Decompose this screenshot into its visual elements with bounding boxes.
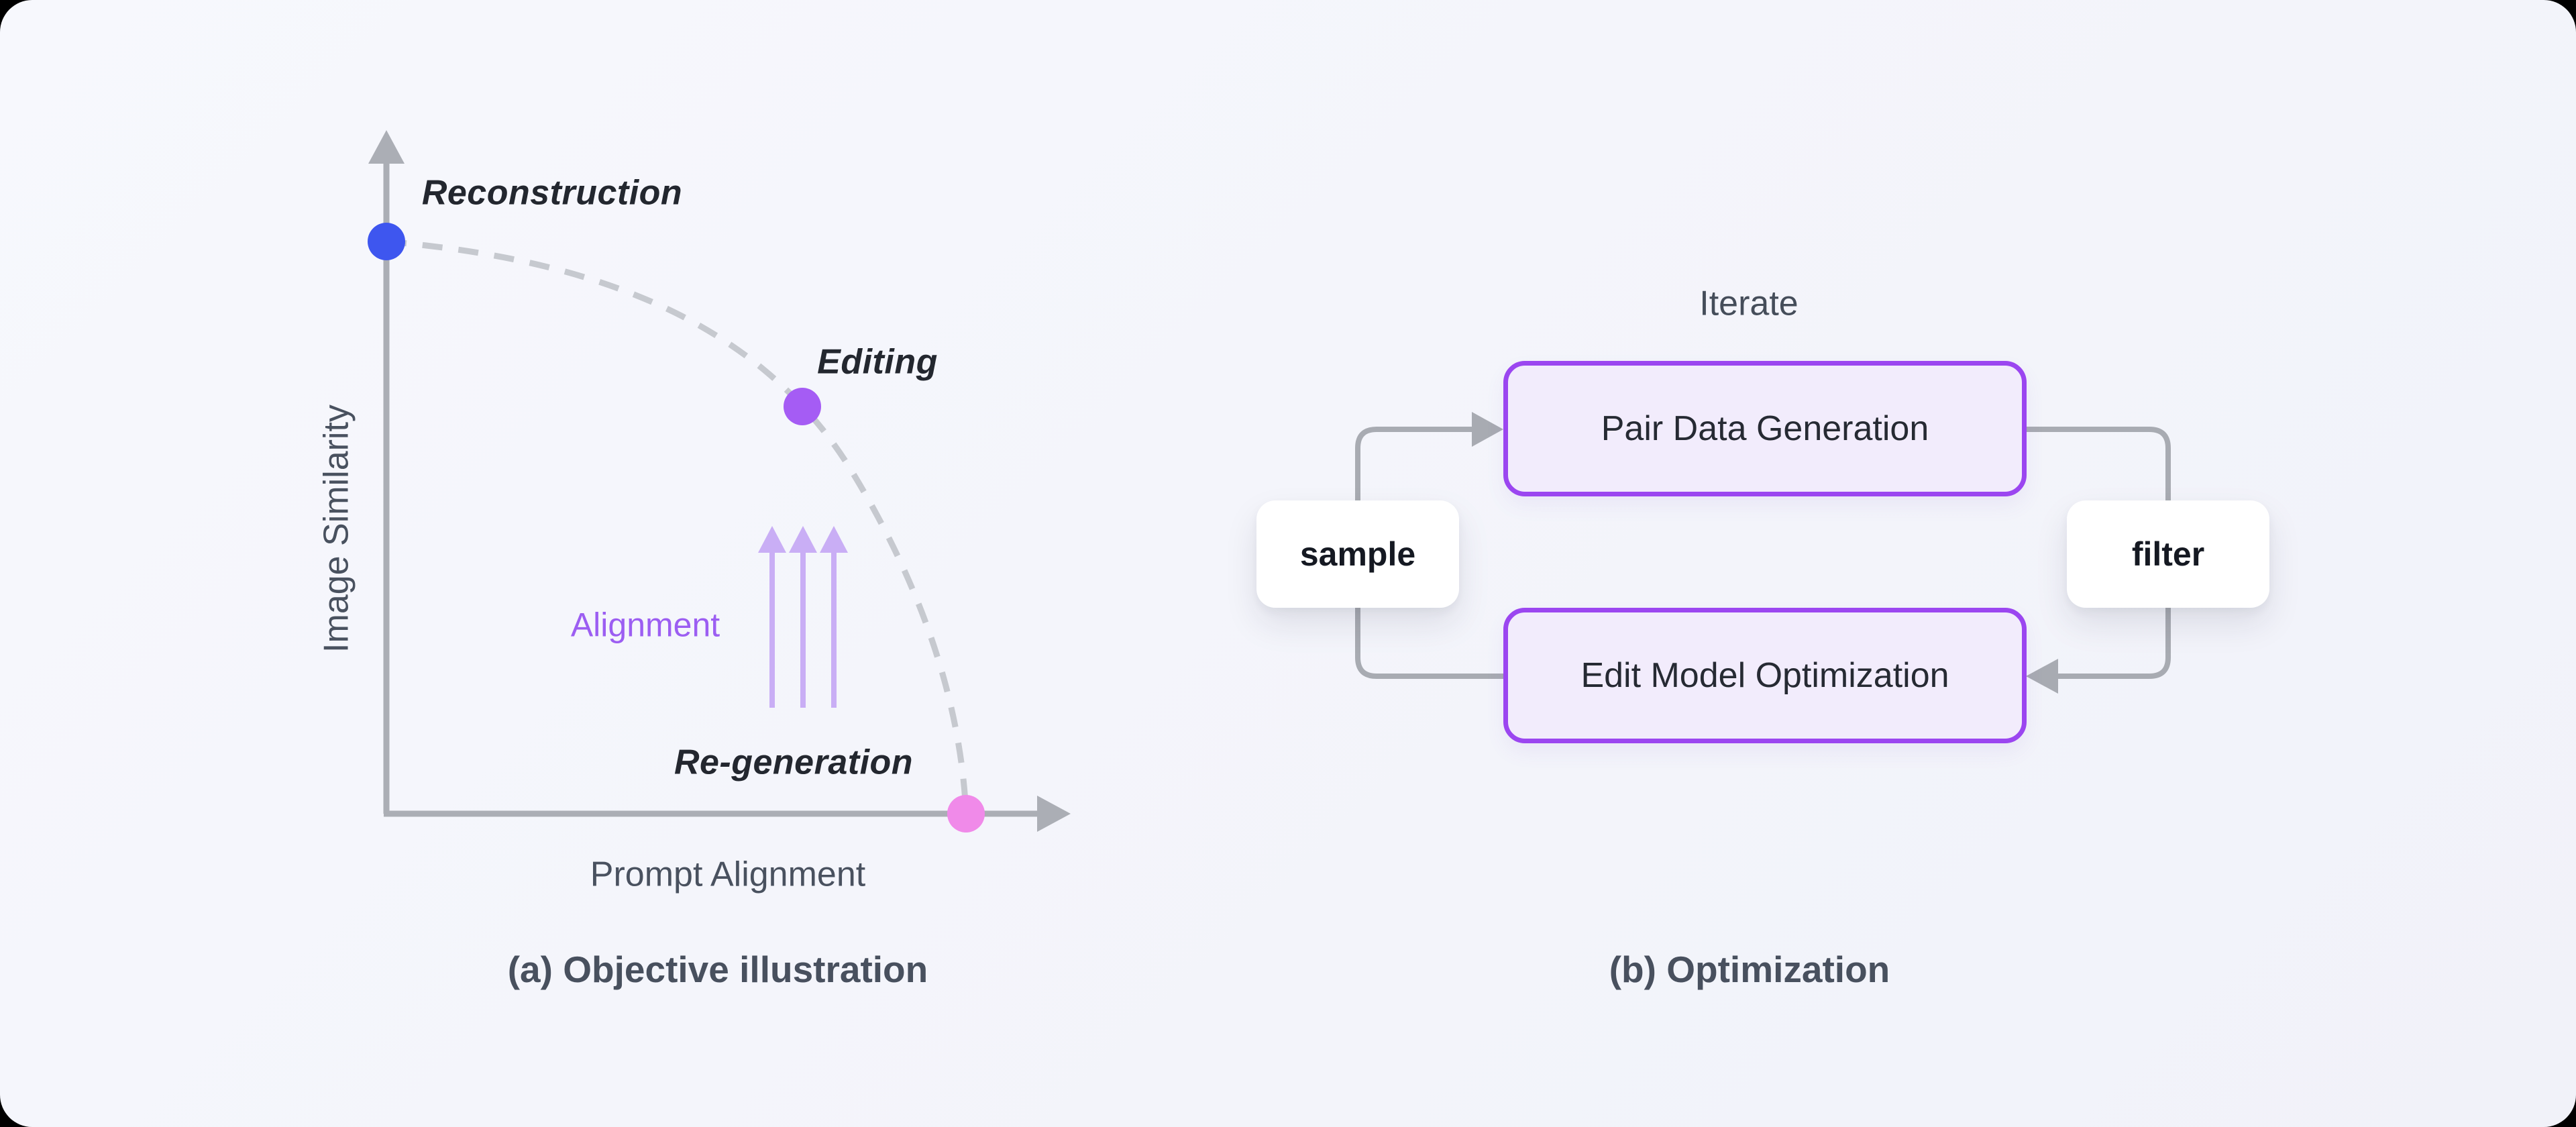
edit-model-optimization-box: Edit Model Optimization xyxy=(1503,608,2027,743)
edit-model-optimization-box-label: Edit Model Optimization xyxy=(1580,656,1949,695)
filter-connector-arrowhead xyxy=(2026,659,2058,694)
pair-data-generation-box-label: Pair Data Generation xyxy=(1601,409,1929,448)
regeneration-point xyxy=(947,795,985,833)
filter-edge-card: filter xyxy=(2067,500,2269,608)
pair-data-generation-box: Pair Data Generation xyxy=(1503,361,2027,496)
reconstruction-label: Reconstruction xyxy=(421,173,683,213)
y-axis-title: Image Similarity xyxy=(317,405,356,653)
reconstruction-point xyxy=(368,223,405,260)
panel-b-caption: (b) Optimization xyxy=(1609,948,1890,990)
sample-connector-arrowhead xyxy=(1472,412,1503,447)
alignment-arrowhead xyxy=(758,526,786,553)
sample-edge-card: sample xyxy=(1256,500,1459,608)
plot-axes xyxy=(368,130,1071,832)
alignment-arrowhead xyxy=(789,526,817,553)
panel-a-caption: (a) Objective illustration xyxy=(507,948,928,990)
y-axis-arrowhead xyxy=(368,130,405,164)
alignment-arrowhead xyxy=(820,526,848,553)
editing-label: Editing xyxy=(817,342,938,382)
x-axis-title: Prompt Alignment xyxy=(590,855,866,894)
iterate-title: Iterate xyxy=(1699,284,1799,323)
alignment-arrows xyxy=(758,526,848,708)
tradeoff-curve xyxy=(386,238,969,814)
regeneration-label: Re-generation xyxy=(674,743,914,782)
x-axis-arrowhead xyxy=(1037,796,1071,832)
filter-edge-label: filter xyxy=(2131,535,2205,573)
alignment-annotation-label: Alignment xyxy=(570,606,720,644)
editing-point xyxy=(784,388,821,425)
sample-edge-label: sample xyxy=(1299,535,1416,573)
